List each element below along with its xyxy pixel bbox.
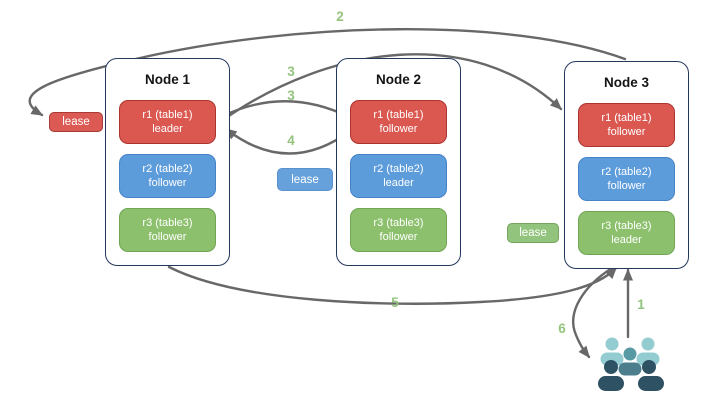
- node-3-replica-r2: r2 (table2) follower: [578, 157, 675, 201]
- node-3-title: Node 3: [603, 75, 649, 90]
- replica-role: leader: [152, 123, 183, 135]
- replica-label: r2 (table2): [142, 162, 193, 175]
- replica-label: r1 (table1): [373, 108, 424, 121]
- node-2-replica-r3: r3 (table3) follower: [350, 208, 447, 252]
- step-label-1: 1: [637, 297, 645, 312]
- replica-role: follower: [379, 123, 418, 135]
- node-3-replica-r3: r3 (table3) leader: [578, 211, 675, 255]
- step-label-3b: 3: [287, 88, 295, 103]
- user-front-right: [638, 360, 664, 391]
- node-2-title: Node 2: [375, 72, 421, 87]
- replica-role: leader: [383, 177, 414, 189]
- node-1: Node 1 r1 (table1) leader r2 (table2) fo…: [105, 58, 230, 266]
- replica-label: r1 (table1): [601, 111, 652, 124]
- node-2-replica-r1: r1 (table1) follower: [350, 100, 447, 144]
- lease-tag-table2: lease: [277, 168, 333, 191]
- lease-tag-table3: lease: [507, 223, 559, 243]
- node-1-replica-r3: r3 (table3) follower: [119, 208, 216, 252]
- node-2: Node 2 r1 (table1) follower r2 (table2) …: [336, 58, 461, 266]
- step-label-3a: 3: [287, 64, 295, 79]
- replica-role: follower: [607, 126, 646, 138]
- replica-label: r2 (table2): [601, 165, 652, 178]
- user-center: [618, 347, 642, 376]
- step-label-4: 4: [287, 133, 295, 148]
- step-label-5: 5: [391, 295, 399, 310]
- arrow-step3-replicate-node2: [221, 100, 351, 119]
- replica-role: leader: [611, 234, 642, 246]
- node-3: Node 3 r1 (table1) follower r2 (table2) …: [564, 61, 689, 269]
- node-1-replica-r1: r1 (table1) leader: [119, 100, 216, 144]
- node-1-replica-r2: r2 (table2) follower: [119, 154, 216, 198]
- step-label-2: 2: [336, 9, 344, 24]
- replica-role: follower: [607, 180, 646, 192]
- lease-tag-table1: lease: [49, 112, 103, 132]
- node-3-replica-r1: r1 (table1) follower: [578, 103, 675, 147]
- replica-role: follower: [148, 177, 187, 189]
- step-label-6: 6: [558, 321, 566, 336]
- replica-label: r2 (table2): [373, 162, 424, 175]
- replica-label: r1 (table1): [142, 108, 193, 121]
- replica-role: follower: [148, 231, 187, 243]
- users-icon: [598, 337, 664, 391]
- user-front-left: [598, 360, 624, 391]
- replica-role: follower: [379, 231, 418, 243]
- replica-label: r3 (table3): [373, 216, 424, 229]
- node-2-replica-r2: r2 (table2) leader: [350, 154, 447, 198]
- replica-label: r3 (table3): [142, 216, 193, 229]
- replica-label: r3 (table3): [601, 219, 652, 232]
- node-1-title: Node 1: [144, 72, 190, 87]
